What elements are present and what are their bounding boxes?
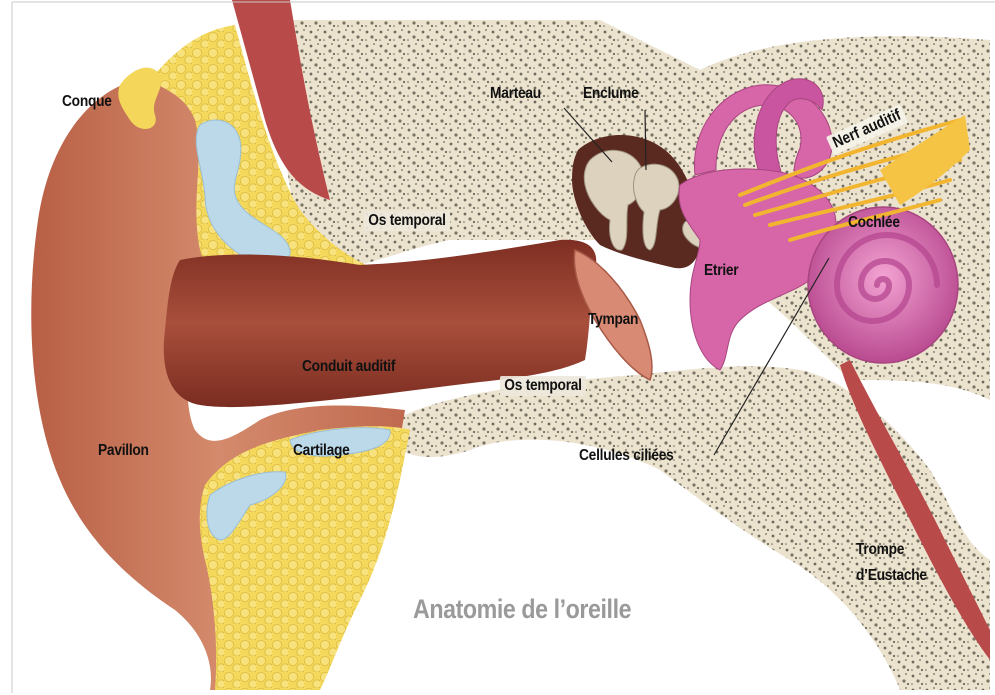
diagram-title: Anatomie de l’oreille	[413, 594, 631, 625]
lower-fat	[200, 426, 410, 690]
label-pavillon: Pavillon	[98, 442, 149, 460]
label-marteau: Marteau	[490, 85, 541, 103]
temporal-bone-lower	[395, 366, 990, 690]
label-etrier: Etrier	[704, 262, 738, 280]
label-cartilage: Cartilage	[293, 442, 350, 460]
label-eustache: d’Eustache	[856, 567, 927, 585]
label-tympan: Tympan	[588, 311, 638, 329]
label-conque: Conque	[62, 93, 112, 111]
label-os-temporal-lower: Os temporal	[500, 376, 586, 396]
label-trompe: Trompe	[856, 541, 904, 559]
label-cochlee: Cochlée	[848, 214, 900, 232]
label-cellules-ciliees: Cellules ciliées	[579, 447, 674, 465]
label-conduit-auditif: Conduit auditif	[302, 358, 395, 376]
label-os-temporal-upper: Os temporal	[364, 211, 450, 231]
label-enclume: Enclume	[583, 85, 639, 103]
